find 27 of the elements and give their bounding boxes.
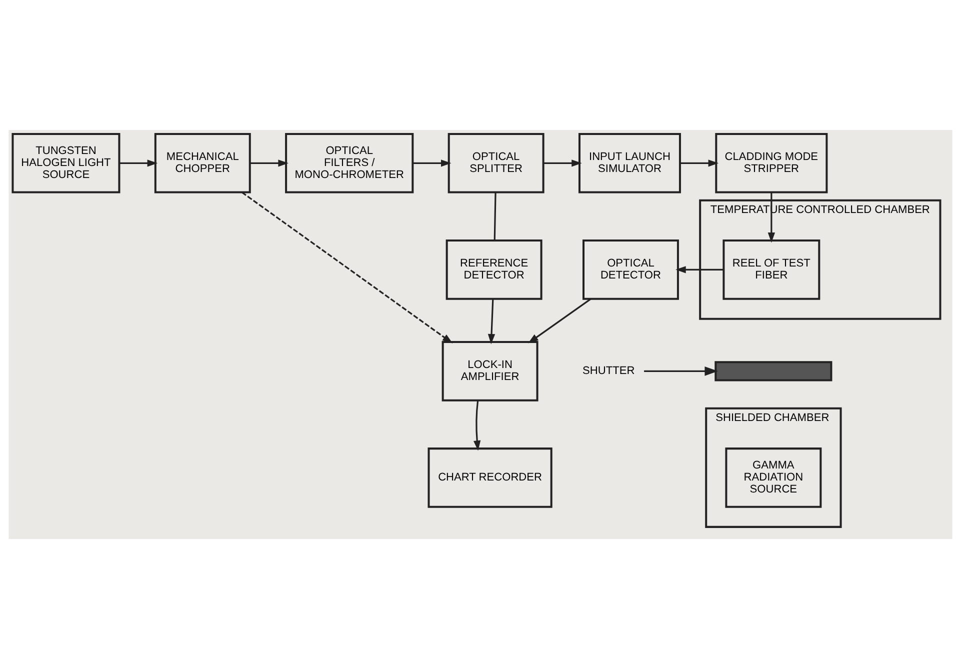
connector [494, 192, 496, 240]
node-bar [714, 360, 832, 381]
node-box: GAMMA RADIATION SOURCE [725, 447, 822, 508]
node-box: CHART RECORDER [428, 447, 552, 508]
arrow [119, 159, 158, 166]
arrow [768, 192, 776, 242]
arrow [680, 159, 719, 166]
node-box: REEL OF TEST FIBER [722, 239, 820, 300]
arrow [528, 298, 592, 343]
node-box: MECHANICAL CHOPPER [154, 132, 251, 193]
arrow [412, 159, 452, 166]
arrow [488, 298, 496, 344]
node-box: INPUT LAUNCH SIMULATOR [578, 132, 681, 193]
node-box: OPTICAL FILTERS / MONO-CHROMETER [285, 132, 414, 193]
arrow [543, 159, 582, 166]
node-text: SHUTTER [582, 364, 635, 376]
arrow [473, 400, 481, 450]
arrow [242, 191, 453, 343]
arrow [250, 159, 288, 166]
node-box: TUNGSTEN HALOGEN LIGHT SOURCE [12, 132, 120, 193]
node-box: OPTICAL SPLITTER [448, 132, 544, 193]
node-box: REFERENCE DETECTOR [446, 239, 542, 300]
node-box: CLADDING MODE STRIPPER [715, 132, 828, 193]
arrow [644, 366, 718, 376]
arrow [676, 266, 724, 273]
node-box: OPTICAL DETECTOR [582, 239, 679, 300]
node-box: LOCK-IN AMPLIFIER [442, 340, 538, 401]
